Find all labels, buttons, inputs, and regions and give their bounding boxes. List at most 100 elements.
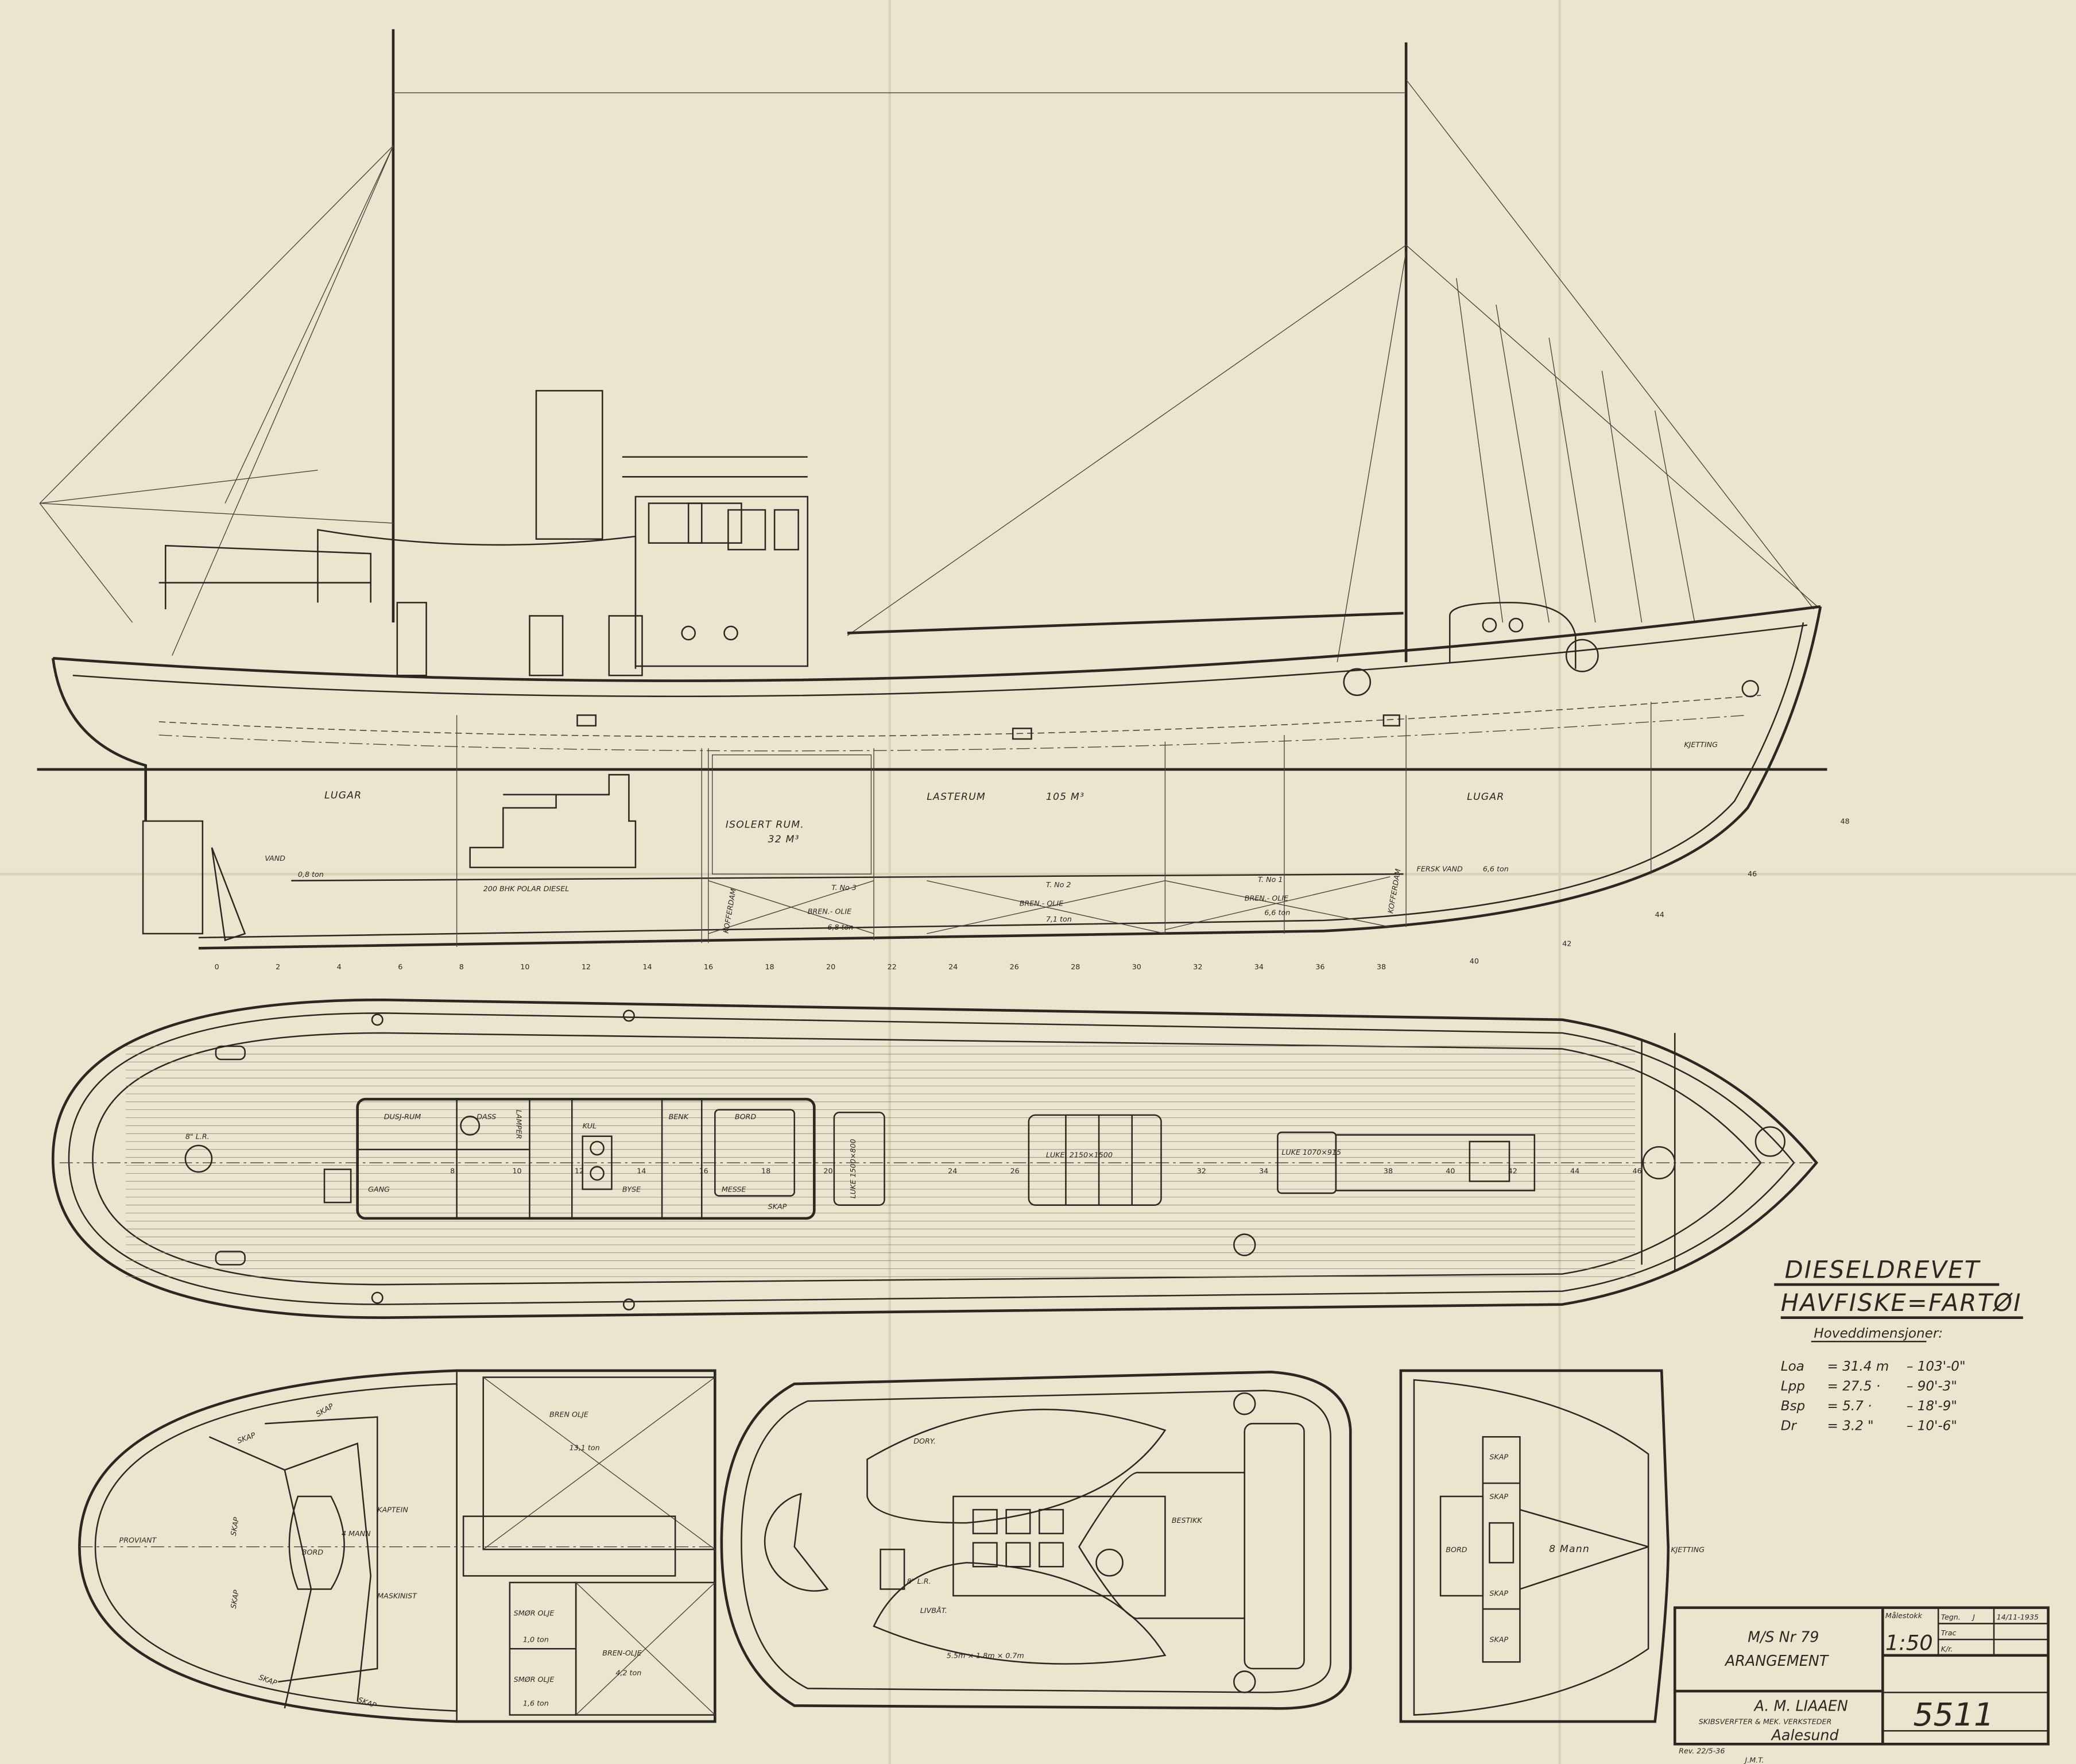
frame-number: 40 bbox=[1470, 957, 1479, 965]
fore-label-8-mann: 8 Mann bbox=[1549, 1544, 1590, 1555]
frame-number: 14 bbox=[637, 1166, 646, 1175]
profile-label-lugar-aft: LUGAR bbox=[324, 790, 362, 802]
profile-label-tank1-content: BREN.- OLIE bbox=[1245, 893, 1288, 902]
deck-label-bord: BORD bbox=[735, 1112, 756, 1121]
frame-number: 32 bbox=[1193, 962, 1202, 971]
title-block-drawn-label: Tegn. bbox=[1941, 1613, 1961, 1622]
frame-number: 24 bbox=[948, 962, 958, 971]
aft-label-bren-olje: BREN OLJE bbox=[549, 1410, 588, 1419]
bulkheads bbox=[456, 702, 1652, 947]
hull-sheer-line bbox=[53, 605, 1821, 682]
frame-number: 6 bbox=[398, 962, 402, 971]
profile-label-isolert-rum: ISOLERT RUM. bbox=[726, 819, 804, 830]
frame-number: 32 bbox=[1197, 1166, 1206, 1175]
deck-label-lr: 8" L.R. bbox=[185, 1132, 210, 1140]
title-block-scale-label: Målestokk bbox=[1885, 1611, 1923, 1620]
aft-label-smor-olje-1-ton: 1,0 ton bbox=[523, 1635, 549, 1644]
dimension-row: Dr = 3.2 " – 10'-6" bbox=[1781, 1419, 1957, 1434]
fore-label-skap-2: SKAP bbox=[1489, 1492, 1508, 1501]
boat-label-bestikk: BESTIKK bbox=[1172, 1516, 1203, 1525]
profile-label-lasterum: LASTERUM bbox=[927, 791, 986, 803]
deck-label-messe: MESSE bbox=[722, 1185, 746, 1194]
profile-label-tank3: T. No 3 bbox=[831, 883, 857, 892]
vessel-title: DIESELDREVET HAVFISKE=FARTØI Hoveddimens… bbox=[1774, 1256, 2023, 1434]
profile-label-lugar-fore: LUGAR bbox=[1467, 791, 1504, 803]
aft-label-bren-olje-2: BREN-OLJE bbox=[602, 1649, 641, 1657]
dim-symbol: Loa bbox=[1781, 1359, 1804, 1374]
rigging bbox=[39, 29, 1821, 663]
fore-label-skap-1: SKAP bbox=[1489, 1452, 1508, 1461]
frame-number: 30 bbox=[1132, 962, 1141, 971]
profile-label-tank3-content: BREN.- OLIE bbox=[808, 907, 851, 915]
title-block-scale: 1:50 bbox=[1885, 1631, 1933, 1655]
deck-label-lamper: LAMPER bbox=[514, 1110, 523, 1139]
dim-metric: = 31.4 m bbox=[1827, 1359, 1889, 1374]
fore-label-skap-3: SKAP bbox=[1489, 1589, 1508, 1597]
title-block-drawn-by: J bbox=[1971, 1613, 1975, 1622]
frame-number: 46 bbox=[1748, 869, 1757, 878]
frame-number: 38 bbox=[1384, 1166, 1393, 1175]
profile-label-vand: VAND bbox=[265, 854, 285, 862]
frame-number: 26 bbox=[1010, 1166, 1020, 1175]
title-block-vessel: M/S Nr 79 bbox=[1748, 1628, 1819, 1646]
fore-label-kjetting: KJETTING bbox=[1671, 1545, 1705, 1554]
deck-label-luke-fore: LUKE 1070×915 bbox=[1281, 1148, 1341, 1156]
title-block-date: 14/11-1935 bbox=[1997, 1613, 2039, 1622]
profile-label-tank3-ton: 6,8 ton bbox=[827, 923, 853, 931]
aft-lower-plan: SKAP SKAP SKAP SKAP SKAP SKAP PROVIANT B… bbox=[78, 1369, 716, 1723]
dim-imperial: – 103'-0" bbox=[1907, 1359, 1966, 1374]
deck-label-gang: GANG bbox=[368, 1185, 390, 1194]
aft-label-4-mann: 4 MANN bbox=[342, 1529, 371, 1538]
frame-number: 42 bbox=[1562, 939, 1571, 948]
dimension-row: Bsp = 5.7 · – 18'-9" bbox=[1781, 1399, 1957, 1414]
profile-label-tank2: T. No 2 bbox=[1046, 880, 1071, 889]
dim-metric: = 27.5 · bbox=[1827, 1379, 1880, 1394]
boat-label-dory: DORY. bbox=[913, 1437, 936, 1445]
boat-label-lr: 8" L.R. bbox=[907, 1577, 931, 1585]
aft-label-maskinist: MASKINIST bbox=[377, 1592, 417, 1600]
frame-number: 40 bbox=[1446, 1166, 1455, 1175]
profile-label-tank2-ton: 7,1 ton bbox=[1046, 915, 1072, 923]
dim-imperial: – 90'-3" bbox=[1907, 1379, 1957, 1394]
frame-number: 20 bbox=[823, 1166, 832, 1175]
deck-hull-outline bbox=[51, 998, 1818, 1320]
frame-number: 36 bbox=[1315, 962, 1324, 971]
aft-label-skap-3: SKAP bbox=[229, 1517, 241, 1537]
frame-number: 12 bbox=[582, 962, 591, 971]
hatch-aft bbox=[833, 1111, 885, 1206]
title-block-checked-label: K/r. bbox=[1941, 1645, 1953, 1653]
dim-metric: = 3.2 " bbox=[1827, 1419, 1873, 1434]
aft-label-bord: BORD bbox=[302, 1548, 323, 1557]
profile-label-tank1-ton: 6,6 ton bbox=[1264, 908, 1290, 917]
frame-number: 34 bbox=[1254, 962, 1264, 971]
frame-number: 28 bbox=[1071, 962, 1080, 971]
engine bbox=[469, 773, 637, 868]
deck-label-luke-main: LUKE: 2150×1500 bbox=[1046, 1151, 1113, 1159]
profile-label-lasterum-volume: 105 M³ bbox=[1046, 791, 1085, 803]
revision-note: Rev. 22/5-36 bbox=[1679, 1746, 1725, 1755]
dory bbox=[866, 1409, 1167, 1524]
aft-label-proviant: PROVIANT bbox=[119, 1536, 157, 1545]
dim-symbol: Bsp bbox=[1781, 1399, 1805, 1414]
profile-label-engine: 200 BHK POLAR DIESEL bbox=[483, 884, 570, 893]
frame-number: 12 bbox=[575, 1166, 584, 1175]
title-block-yard-sub: SKIBSVERFTER & MEK. VERKSTEDER bbox=[1699, 1717, 1832, 1726]
propeller bbox=[211, 847, 246, 942]
dimension-row: Lpp = 27.5 · – 90'-3" bbox=[1781, 1379, 1957, 1394]
dim-symbol: Dr bbox=[1781, 1419, 1798, 1434]
deck-label-dass: DASS bbox=[477, 1112, 496, 1121]
profile-label-vand-ton: 0,8 ton bbox=[298, 870, 324, 879]
boat-deck-plan: DORY. LIVBÅT. 5.5m × 1.8m × 0.7m 8" L.R.… bbox=[720, 1370, 1352, 1710]
dim-imperial: – 10'-6" bbox=[1907, 1419, 1957, 1434]
profile-label-isolert-volume: 32 M³ bbox=[768, 834, 800, 845]
frame-number: 8 bbox=[459, 962, 464, 971]
frame-number: 4 bbox=[337, 962, 342, 971]
revision-initials: J.M.T. bbox=[1743, 1756, 1764, 1764]
fore-label-skap-4: SKAP bbox=[1489, 1635, 1508, 1644]
deck-label-benk: BENK bbox=[669, 1112, 690, 1121]
title-line1: DIESELDREVET bbox=[1785, 1256, 1981, 1284]
